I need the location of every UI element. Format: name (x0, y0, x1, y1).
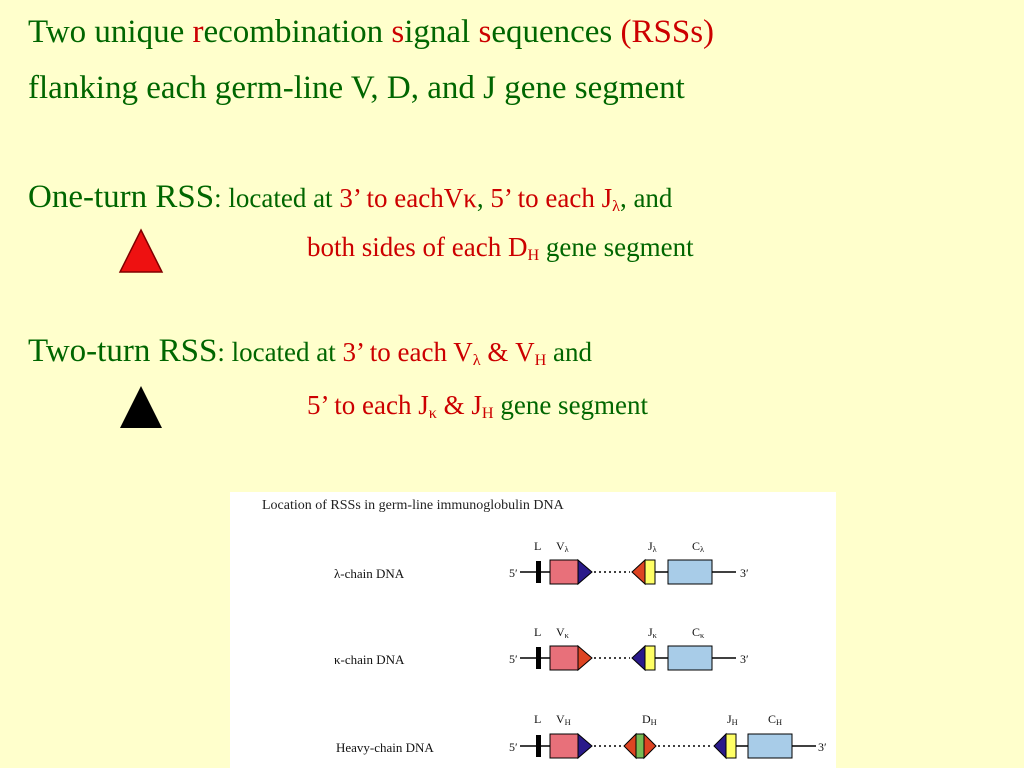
label-J-heavy: JH (727, 712, 738, 728)
row-label-kappa: κ-chain DNA (334, 652, 405, 667)
one-turn-rss-mark (643, 732, 657, 760)
c-segment (747, 733, 793, 759)
three-prime-kappa: 3′ (740, 652, 749, 666)
two-turn-rss-mark (631, 644, 646, 672)
two-turn-rss-mark (577, 558, 593, 586)
label-D-heavy: DH (642, 712, 657, 728)
row-label-heavy: Heavy-chain DNA (336, 740, 434, 755)
one-turn-rss-mark (623, 732, 637, 760)
five-prime-heavy: 5′ (509, 740, 518, 754)
label-C-lambda: Cλ (692, 539, 705, 555)
v-segment (549, 645, 579, 671)
two-turn-label: Two-turn RSS (28, 333, 218, 369)
label-L-heavy: L (534, 712, 542, 726)
figure-title: Location of RSSs in germ-line immunoglob… (262, 498, 564, 513)
label-C-heavy: CH (768, 712, 783, 728)
two-turn-rss-mark (713, 732, 727, 760)
label-V-kappa: Vκ (556, 625, 569, 641)
two-turn-line-1: Two-turn RSS: located at 3’ to each Vλ &… (28, 333, 593, 370)
label-L-lambda: L (534, 539, 542, 553)
leader-block (536, 735, 541, 757)
five-prime-kappa: 5′ (509, 652, 518, 666)
leader-block (536, 647, 541, 669)
label-V-heavy: VH (556, 712, 571, 728)
j-segment (644, 559, 656, 585)
one-turn-triangle-icon (118, 228, 164, 273)
label-J-lambda: Jλ (648, 539, 657, 555)
v-segment (549, 559, 579, 585)
one-turn-rss-mark (577, 644, 593, 672)
label-V-lambda: Vλ (556, 539, 569, 555)
c-segment (667, 645, 713, 671)
title-line-2: flanking each germ-line V, D, and J gene… (28, 70, 685, 106)
two-turn-rss-mark (577, 732, 593, 760)
three-prime-heavy: 3′ (818, 740, 827, 754)
j-segment (644, 645, 656, 671)
five-prime-lambda: 5′ (509, 566, 518, 580)
three-prime-lambda: 3′ (740, 566, 749, 580)
leader-block (536, 561, 541, 583)
v-segment (549, 733, 579, 759)
kappa-chain-map (520, 644, 736, 672)
label-C-kappa: Cκ (692, 625, 705, 641)
one-turn-label: One-turn RSS (28, 179, 215, 215)
label-L-kappa: L (534, 625, 542, 639)
rss-location-figure: Location of RSSs in germ-line immunoglob… (230, 492, 836, 768)
title-line-1: Two unique recombination signal sequence… (28, 14, 715, 50)
j-segment (725, 733, 737, 759)
heavy-chain-map (520, 732, 816, 760)
one-turn-line-1: One-turn RSS: located at 3’ to eachVκ, 5… (28, 179, 673, 216)
label-J-kappa: Jκ (648, 625, 657, 641)
d-segment (635, 733, 645, 759)
lambda-chain-map (520, 558, 736, 586)
one-turn-line-2: both sides of each DH gene segment (307, 232, 694, 265)
row-label-lambda: λ-chain DNA (334, 566, 405, 581)
two-turn-line-2: 5’ to each Jκ & JH gene segment (307, 390, 649, 423)
two-turn-triangle-icon (120, 386, 162, 428)
c-segment (667, 559, 713, 585)
one-turn-rss-mark (631, 558, 646, 586)
